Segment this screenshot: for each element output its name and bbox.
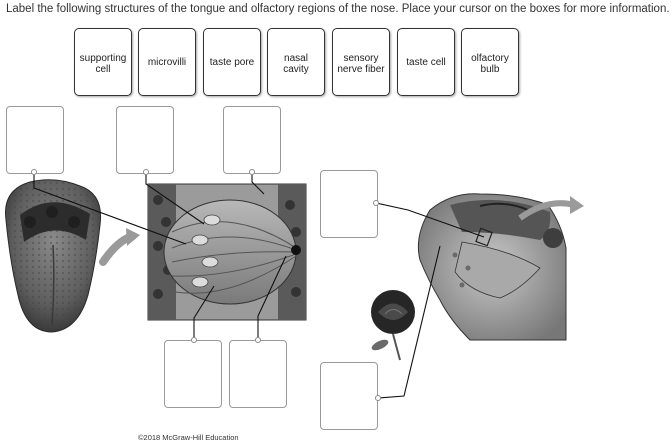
connector-dot (375, 395, 381, 401)
connector-dot (249, 169, 255, 175)
drop-target-4[interactable] (320, 170, 378, 238)
taste-bud-illustration (147, 183, 307, 321)
term-microvilli[interactable]: microvilli (138, 28, 196, 96)
term-taste-cell[interactable]: taste cell (397, 28, 455, 96)
drop-target-3[interactable] (223, 106, 281, 174)
term-olfactory-bulb[interactable]: olfactory bulb (461, 28, 519, 96)
connector-dot (191, 337, 197, 343)
leader-lines (33, 172, 485, 399)
connector-dot (255, 337, 261, 343)
instructions: Label the following structures of the to… (6, 3, 670, 15)
drop-target-1[interactable] (6, 106, 64, 174)
copyright-text: 2018 McGraw-Hill Education (138, 433, 239, 442)
term-supporting-cell[interactable]: supporting cell (74, 28, 132, 96)
term-sensory-nerve-fiber[interactable]: sensory nerve fiber (332, 28, 390, 96)
term-nasal-cavity[interactable]: nasal cavity (267, 28, 325, 96)
connector-dot (31, 169, 37, 175)
connector-dot (143, 169, 149, 175)
drop-target-7[interactable] (320, 362, 378, 430)
connector-dot (373, 200, 379, 206)
tongue-illustration (5, 179, 140, 333)
rose-illustration (371, 290, 415, 361)
drop-target-2[interactable] (116, 106, 174, 174)
head-illustration (417, 193, 584, 341)
drop-target-6[interactable] (229, 340, 287, 408)
term-taste-pore[interactable]: taste pore (203, 28, 261, 96)
drop-target-5[interactable] (164, 340, 222, 408)
